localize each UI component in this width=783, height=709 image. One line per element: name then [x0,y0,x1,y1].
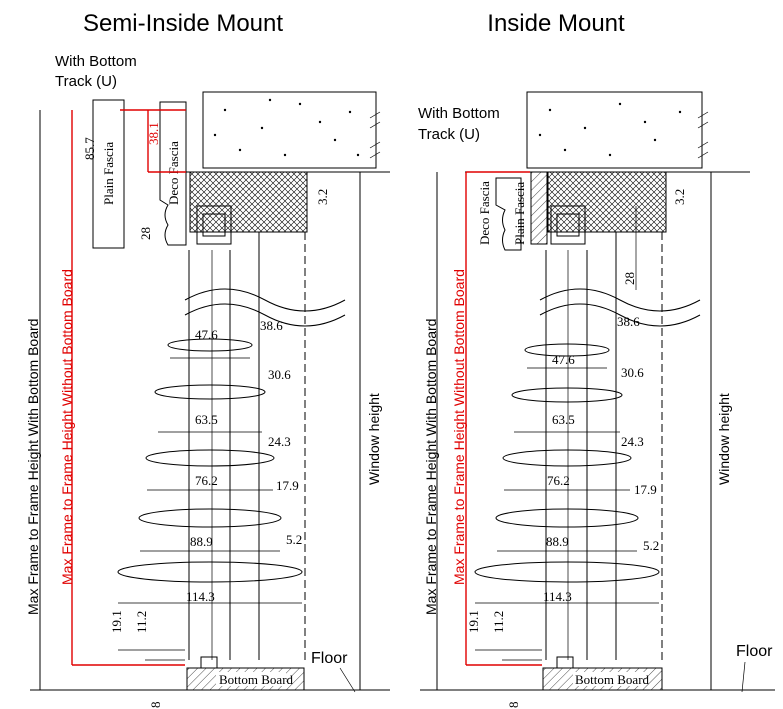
slat-width-1-right: 47.6 [552,352,575,367]
concrete-speckles [213,98,360,157]
dim-bottom-b-left: 11.2 [134,611,149,633]
dim-rail-right: 28 [622,272,637,285]
dim-bottom-a-right: 19.1 [466,610,481,633]
plain-fascia-label: Plain Fascia [101,142,116,205]
note-bottom-track-right-1: With Bottom [418,105,500,122]
slat-clearance-4-right: 17.9 [634,482,657,497]
max-without-board-right: Max Frame to Frame Height Without Bottom… [451,269,467,585]
dim-fascia-left: 85.7 [82,137,97,160]
dim-bottom-c-right: 8 [506,702,521,709]
dim-deco-left: 38.1 [146,122,161,145]
bottom-board-label-right: Bottom Board [575,672,650,687]
slat-clearance-5-right: 5.2 [643,538,659,553]
plain-fascia-label-right: Plain Fascia [512,182,527,245]
window-height-right: Window height [716,393,732,485]
dim-bottom-b-right: 11.2 [491,611,506,633]
slat-clearance-4: 17.9 [276,478,299,493]
slat-width-2: 63.5 [195,412,218,427]
slat-width-1: 47.6 [195,327,218,342]
slat-clearance-3-right: 24.3 [621,434,644,449]
wall-concrete [202,91,377,169]
slat-width-3: 76.2 [195,473,218,488]
slat-width-4-right: 88.9 [546,534,569,549]
slat-width-5: 114.3 [186,589,215,604]
bottom-board-label-left: Bottom Board [219,672,294,687]
slat-clearance-2: 30.6 [268,367,291,382]
floor-label-left: Floor [311,650,348,667]
slat-clearance-3: 24.3 [268,434,291,449]
dim-gap-left: 3.2 [315,189,330,205]
max-with-board-right: Max Frame to Frame Height With Bottom Bo… [423,319,439,615]
head-rail-right [547,171,667,233]
dim-gap-right: 3.2 [672,189,687,205]
floor-label-right: Floor [736,643,773,660]
note-bottom-track-left-2: Track (U) [55,73,117,90]
dim-bottom-a-left: 19.1 [109,610,124,633]
deco-fascia [159,101,187,246]
note-bottom-track-left-1: With Bottom [55,53,137,70]
slat-clearance-1-right: 38.6 [617,314,640,329]
slat-width-2-right: 63.5 [552,412,575,427]
slat-width-4: 88.9 [190,534,213,549]
wall-concrete-right [526,91,703,169]
note-bottom-track-right-2: Track (U) [418,126,480,143]
deco-fascia-label: Deco Fascia [166,141,181,205]
slat-width-3-right: 76.2 [547,473,570,488]
window-height-left: Window height [366,393,382,485]
deco-fascia-right [495,177,522,251]
mount-bracket [196,205,232,245]
semi-inside-diagram: With Bottom Track (U) Plain Fascia Deco … [25,53,390,708]
slat-shapes-right [474,343,660,583]
slat-width-5-right: 114.3 [543,589,572,604]
dim-rail-left: 28 [138,227,153,240]
slat-clearance-1: 38.6 [260,318,283,333]
max-with-board-left: Max Frame to Frame Height With Bottom Bo… [25,319,41,615]
inside-diagram: With Bottom Track (U) Deco Fascia Plain … [418,91,775,709]
max-without-board-left: Max Frame to Frame Height Without Bottom… [59,269,75,585]
title-inside: Inside Mount [487,10,625,37]
slat-clearance-5: 5.2 [286,532,302,547]
plain-fascia [92,99,125,249]
slat-clearance-2-right: 30.6 [621,365,644,380]
slat-shapes-left [117,338,303,583]
head-rail [189,171,308,233]
dim-bottom-c-left: 8 [148,702,163,709]
deco-fascia-label-right: Deco Fascia [477,181,492,245]
title-semi-inside: Semi-Inside Mount [83,10,283,37]
